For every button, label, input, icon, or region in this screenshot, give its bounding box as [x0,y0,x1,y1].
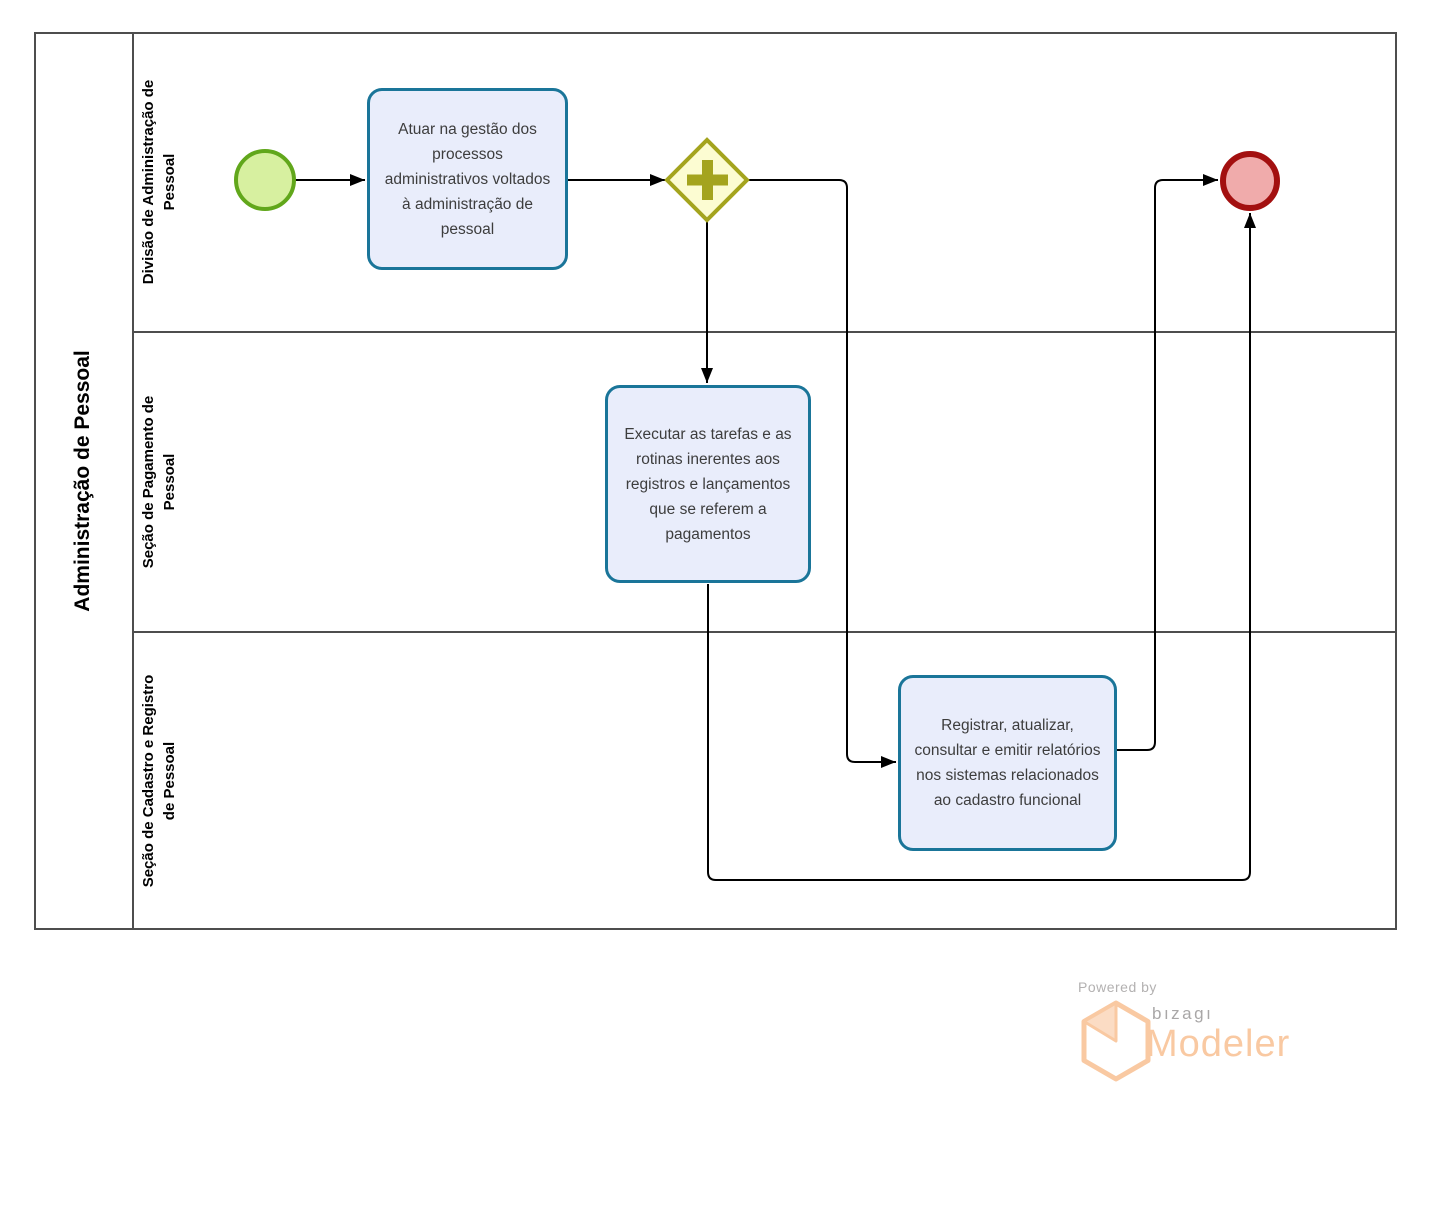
start-event[interactable] [234,149,296,211]
flow-gateway-to-task3 [748,179,896,768]
bizagi-wordmark: bızagı [1152,1004,1214,1023]
task-executar-tarefas-pagamentos[interactable]: Executar as tarefas e as rotinas inerent… [605,385,811,583]
task-atuar-na-gestao[interactable]: Atuar na gestão dos processos administra… [367,88,568,270]
task-label: Registrar, atualizar, consultar e emitir… [914,717,1101,809]
lane-separator-2 [133,631,1397,633]
lane-separator-1 [133,331,1397,333]
powered-by-text: Powered by [1078,979,1157,995]
parallel-gateway-plus-icon [687,160,728,200]
parallel-gateway[interactable] [664,137,750,223]
pool-title-divider [132,32,134,930]
bizagi-logo-icon [1081,1000,1151,1082]
modeler-wordmark: Modeler [1146,1023,1291,1065]
flow-task3-to-end [1117,174,1218,751]
task-registrar-cadastro-funcional[interactable]: Registrar, atualizar, consultar e emitir… [898,675,1117,851]
task-label: Atuar na gestão dos processos administra… [384,120,551,238]
end-event[interactable] [1220,151,1280,211]
task-label: Executar as tarefas e as rotinas inerent… [624,425,792,543]
flow-task2-to-end [707,213,1256,881]
